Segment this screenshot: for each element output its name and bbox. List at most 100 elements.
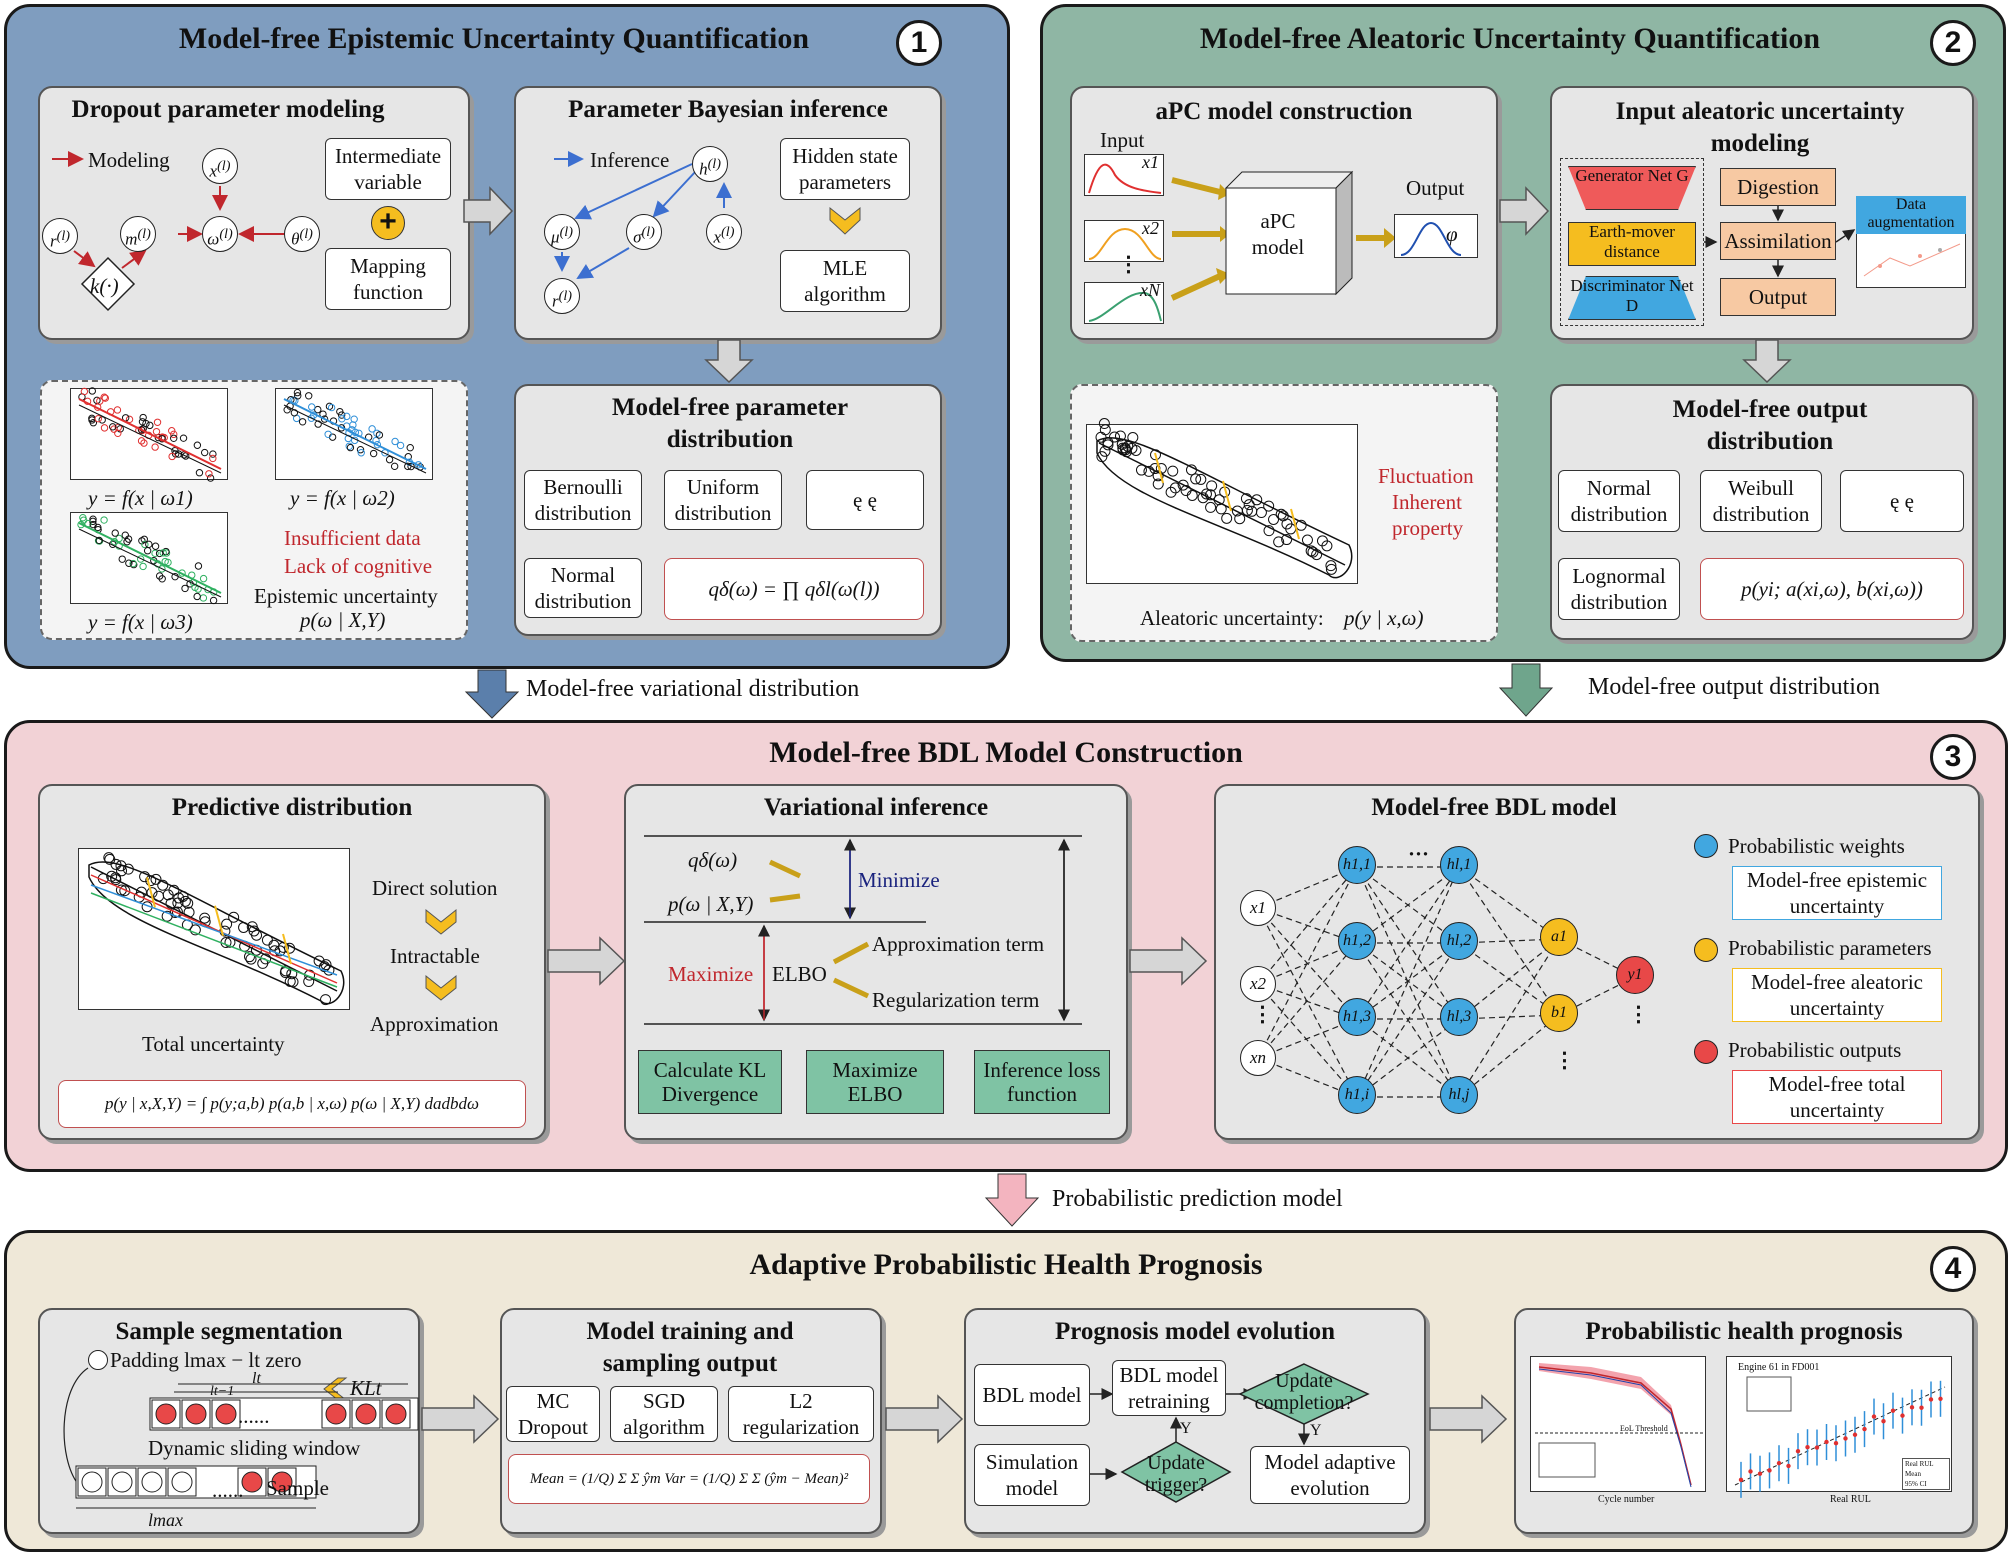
hidden-state-box: Hidden state parameters <box>780 138 910 200</box>
bayes-graph <box>554 151 732 280</box>
fit-line <box>283 398 427 470</box>
scatter-point <box>1135 464 1147 476</box>
prognosis-evolution-title: Prognosis model evolution <box>1054 1318 1336 1345</box>
fluctuation-mark <box>1222 480 1232 512</box>
scatter-point <box>94 414 102 423</box>
bdl-dots-2: ⋮ <box>1554 1048 1575 1072</box>
direct-solution-label: Direct solution <box>372 876 498 900</box>
property-label: property <box>1392 516 1464 540</box>
fluctuation-mark <box>146 877 156 908</box>
sample-point <box>271 1471 293 1493</box>
scatter-point <box>125 559 133 567</box>
scatter-point <box>151 542 160 550</box>
scatter-point <box>320 415 329 423</box>
apc-input-label: Input <box>1100 128 1145 152</box>
scatter-point <box>79 513 87 522</box>
scatter-point <box>194 562 203 570</box>
eq-omega3: y = f(x | ω3) <box>88 610 193 634</box>
earth-mover-label: Earth-mover distance <box>1589 222 1675 261</box>
mean-point <box>1814 1445 1820 1450</box>
mean-point <box>1824 1439 1829 1445</box>
scatter-point <box>118 555 126 563</box>
calc-kl-box: Calculate KL Divergence <box>638 1050 782 1114</box>
mean-point <box>1767 1468 1772 1473</box>
scatter-point <box>305 392 313 400</box>
inherent-label: Inherent <box>1392 490 1462 514</box>
segmentation-diagram <box>63 1367 419 1509</box>
approximation-term-label: Approximation term <box>872 932 1045 956</box>
lognormal-box: Lognormal distribution <box>1558 558 1680 620</box>
mapping-function-box: Mapping function <box>325 248 451 310</box>
generator-label: Generator Net G <box>1575 166 1689 185</box>
inference-loss-box: Inference loss function <box>974 1050 1110 1114</box>
fluctuation-label: Fluctuation <box>1378 464 1474 488</box>
apc-title: aPC model construction <box>1155 98 1413 125</box>
scatter-point <box>1109 431 1121 443</box>
scatter-point <box>139 413 147 422</box>
scatter-point <box>260 953 272 965</box>
scatter-point <box>228 911 240 923</box>
window-sample <box>355 1403 377 1425</box>
scatter-point <box>1169 482 1181 494</box>
window-sample <box>385 1403 407 1425</box>
scatter-point <box>209 454 217 463</box>
bdl-dots-3: ⋮ <box>1628 1002 1649 1026</box>
scatter-point <box>179 434 188 442</box>
scatter-point <box>113 406 122 414</box>
scatter-point <box>1186 489 1198 501</box>
elbo-label: ELBO <box>772 962 827 986</box>
scatter-point <box>320 959 332 971</box>
assimilation-box: Assimilation <box>1720 222 1836 260</box>
panel-epistemic-title: Model-free Epistemic Uncertainty Quantif… <box>178 22 810 55</box>
scatter-point <box>138 418 147 426</box>
scatter-point <box>143 547 152 555</box>
scatter-point <box>137 426 146 434</box>
scatter-point <box>137 437 146 445</box>
scatter-point <box>159 549 167 557</box>
apc-arrows <box>1170 177 1230 301</box>
prognosis-xlabel-right: Real RUL <box>1830 1494 1871 1505</box>
dropout-legend-label: Modeling <box>88 148 170 172</box>
scatter-point <box>181 584 189 593</box>
fluctuation-mark <box>1154 452 1164 484</box>
bdl-edge <box>1458 1014 1560 1098</box>
scatter-point <box>158 565 166 573</box>
scatter-point <box>125 415 134 424</box>
scatter-point <box>1127 432 1139 444</box>
legend-weights-label: Probabilistic weights <box>1728 834 1905 858</box>
update-trigger-label: Update trigger? <box>1144 1452 1208 1496</box>
gray-arrow-down-icon-2 <box>1742 339 1792 384</box>
scatter-point <box>200 448 209 457</box>
scatter-point <box>145 875 157 887</box>
scatter-point <box>1234 513 1246 525</box>
p-omega-label: p(ω | X,Y) <box>668 892 754 916</box>
scatter-point <box>189 924 201 936</box>
weibull-box: Weibull distribution <box>1700 470 1822 532</box>
scatter-point <box>1114 430 1126 442</box>
mean-point <box>1852 1432 1858 1437</box>
bdl-network-edges <box>1257 866 1636 1098</box>
scatter-point <box>139 562 147 571</box>
sample-dots: ...... <box>212 1478 244 1502</box>
node-theta: θ(l) <box>284 216 320 252</box>
bdl-edge <box>1257 1018 1358 1059</box>
output-dist-arrow-label: Model-free output distribution <box>1588 674 1880 700</box>
window-sample <box>215 1403 237 1425</box>
bdl-h1-3: h1,3 <box>1338 998 1376 1036</box>
variational-dist-label: Model-free variational distribution <box>526 676 860 702</box>
scatter-point <box>1143 465 1155 477</box>
plus-icon: + <box>371 206 405 240</box>
scatter-point <box>1231 505 1243 517</box>
mean-point <box>1757 1471 1763 1476</box>
sample-point <box>81 1471 103 1493</box>
mle-algorithm-box: MLE algorithm <box>780 250 910 312</box>
variational-lines <box>644 835 1082 1110</box>
sliding-window-label: Dynamic sliding window <box>148 1436 361 1460</box>
eol-threshold-label: EoL Threshold <box>1620 1424 1668 1433</box>
bdl-model-box: BDL model <box>974 1364 1090 1426</box>
scatter-point <box>141 540 149 549</box>
gray-arrow-icon-7 <box>1429 1394 1508 1444</box>
scatter-point <box>111 529 119 537</box>
scatter-point <box>346 443 355 452</box>
plot-omega2 <box>275 388 433 480</box>
